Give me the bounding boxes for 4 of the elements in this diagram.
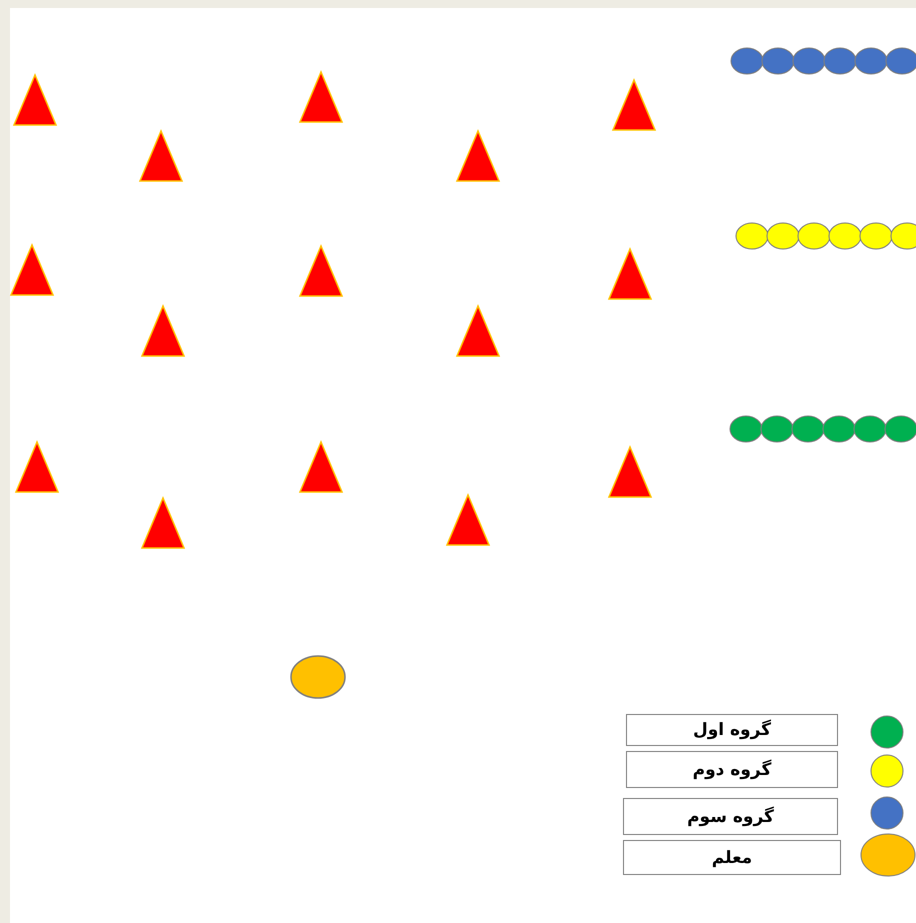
legend-label: گروه دوم [626, 751, 838, 788]
legend-label: گروه اول [626, 714, 838, 746]
legend-label: گروه سوم [623, 798, 838, 835]
legend-label: معلم [623, 840, 841, 875]
